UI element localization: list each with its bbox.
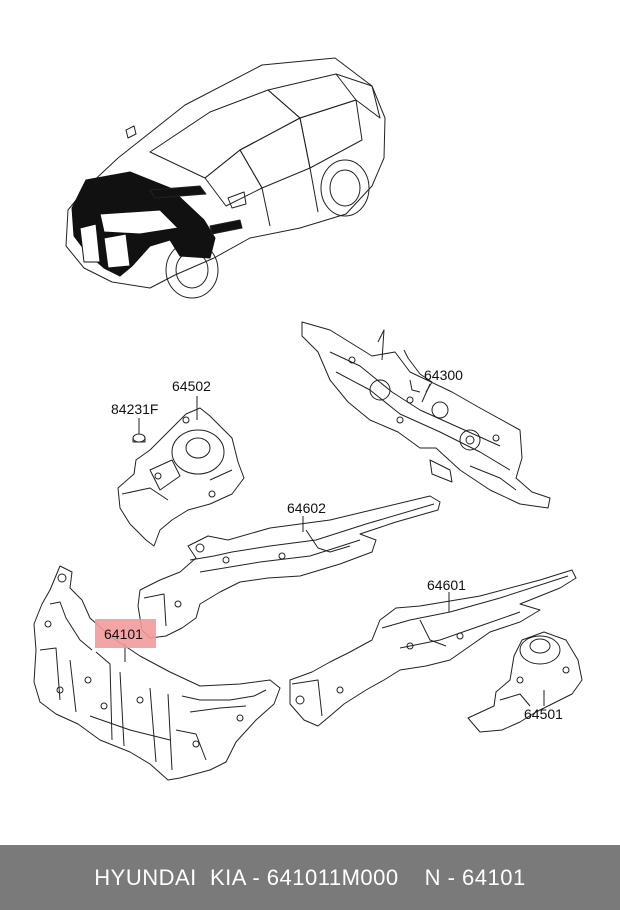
callout-64601: 64601 <box>427 577 466 593</box>
car-illustration <box>65 57 386 299</box>
footer-reference: N - 64101 <box>424 864 526 890</box>
callout-84231F: 84231F <box>111 401 159 417</box>
footer-bar: HYUNDAI KIA - 641011M000 N - 64101 <box>0 845 620 910</box>
callout-64602: 64602 <box>287 500 326 516</box>
part-64501-wheelhouse <box>467 631 583 733</box>
part-64602-side-member <box>137 495 441 639</box>
callout-highlight-64101 <box>95 619 156 648</box>
diagram-canvas <box>33 57 583 781</box>
part-64502-wheelhouse <box>117 407 245 547</box>
part-64300-dash-panel <box>301 321 551 509</box>
callout-64300: 64300 <box>424 367 463 383</box>
part-64601-side-member <box>289 569 577 727</box>
footer-part-number: HYUNDAI KIA - 641011M000 <box>94 864 399 890</box>
callout-64501: 64501 <box>524 706 563 722</box>
callout-64101: 64101 <box>104 626 143 642</box>
callout-64502: 64502 <box>172 378 211 394</box>
